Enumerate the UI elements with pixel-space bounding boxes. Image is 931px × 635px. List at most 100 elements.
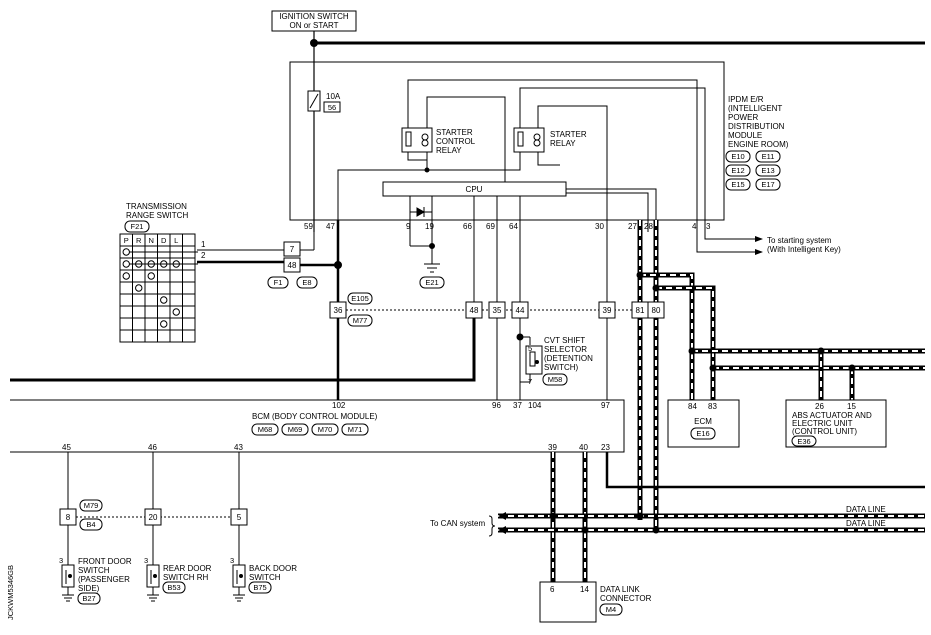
ipdm-down-wires — [10, 220, 608, 400]
rear-door-pin: 3 — [144, 556, 148, 565]
ipdm-pin-69: 69 — [486, 222, 495, 231]
data-line-label-1: DATA LINE — [846, 505, 886, 514]
can-system-text: To CAN system — [430, 519, 485, 528]
ignition-line-2: ON or START — [289, 21, 338, 30]
ipdm-conn-e12: E12 — [731, 166, 744, 175]
dlc-connector: M4 — [606, 605, 616, 614]
back-door-name-2: SWITCH — [249, 573, 281, 582]
sr-line-1: STARTER — [550, 130, 587, 139]
ecm-connector: E16 — [696, 429, 709, 438]
bcm-pin-102: 102 — [332, 401, 346, 410]
dlc-pin-14: 14 — [580, 585, 589, 594]
ipdm-conn-e11: E11 — [762, 152, 775, 161]
trs-header-d: D — [161, 236, 167, 245]
joint-e105-m77: E105 M77 36 48 35 44 39 81 80 — [329, 292, 665, 327]
bcm-23-wire — [605, 452, 925, 489]
front-door-pin: 3 — [59, 556, 63, 565]
abs-connector: E36 — [797, 437, 810, 446]
trs-contact — [160, 296, 168, 304]
joint-f1-pin-7: 7 — [290, 245, 295, 254]
joint-f1-conn: F1 — [274, 278, 283, 287]
trs-contact — [122, 248, 130, 256]
starting-line-1: To starting system — [767, 236, 832, 245]
trs-pin-2: 2 — [201, 251, 206, 260]
back-door-name-1: BACK DOOR — [249, 564, 297, 573]
can-wires-ipdm — [636, 220, 925, 530]
ipdm-pin-47: 47 — [326, 222, 335, 231]
starting-line-2: (With Intelligent Key) — [767, 245, 841, 254]
trs-header-l: L — [174, 236, 178, 245]
ipdm-conn-e15: E15 — [731, 180, 744, 189]
ipdm-pin-19: 19 — [425, 222, 434, 231]
bcm-pin-104: 104 — [528, 401, 542, 410]
trs-name-1: TRANSMISSION — [126, 202, 187, 211]
scr-line-3: RELAY — [436, 146, 462, 155]
dlc-name-2: CONNECTOR — [600, 594, 652, 603]
abs-pin-15: 15 — [847, 402, 856, 411]
bcm-pin-43: 43 — [234, 443, 243, 452]
cvt-name-1: CVT SHIFT — [544, 336, 585, 345]
ipdm-pins: 59 47 9 19 66 69 64 30 27 28 4 3 — [304, 222, 711, 231]
trs-contact — [135, 284, 143, 292]
trs-header-p: P — [124, 236, 129, 245]
ipdm-name-6: ENGINE ROOM) — [728, 140, 789, 149]
bcm-pin-45: 45 — [62, 443, 71, 452]
cpu-label: CPU — [466, 185, 483, 194]
diagram-id: JCKWM5346GB — [6, 565, 15, 620]
trs-header-n: N — [149, 236, 154, 245]
bcm-pin-96: 96 — [492, 401, 501, 410]
ecm-box: 84 83 ECM E16 — [667, 399, 740, 448]
ipdm-name-1: IPDM E/R — [728, 95, 764, 104]
dlc-name-1: DATA LINK — [600, 585, 640, 594]
joint-f1-pin-48: 48 — [288, 261, 297, 270]
ipdm-pin-3: 3 — [706, 222, 711, 231]
joint-e105-pin-35: 35 — [493, 306, 502, 315]
joint-m79-conn: M79 — [84, 501, 99, 510]
scr-line-1: STARTER — [436, 128, 473, 137]
ipdm-name-2: (INTELLIGENT — [728, 104, 782, 113]
can-wires-bcm — [498, 452, 925, 582]
rear-door-switch: 3 REAR DOOR SWITCH RH B53 — [144, 556, 212, 602]
bcm-conn-m68: M68 — [258, 425, 273, 434]
ground-e21: E21 — [409, 232, 445, 289]
ipdm-pin-4: 4 — [692, 222, 697, 231]
joint-e105-pin-36: 36 — [334, 306, 343, 315]
joint-e105-pin-80: 80 — [652, 306, 661, 315]
joint-m79-b4: 8 20 5 M79 B4 — [59, 499, 248, 531]
bcm-pin-23: 23 — [601, 443, 610, 452]
bcm-conn-m71: M71 — [348, 425, 363, 434]
joint-e8-conn: E8 — [302, 278, 311, 287]
ignition-line-1: IGNITION SWITCH — [279, 12, 349, 21]
front-door-name-1: FRONT DOOR — [78, 557, 132, 566]
front-door-connector: B27 — [82, 594, 95, 603]
joint-m79-pin-8: 8 — [66, 513, 71, 522]
ipdm-pin-59: 59 — [304, 222, 313, 231]
ipdm-name-4: DISTRIBUTION — [728, 122, 785, 131]
ipdm-pin-27: 27 — [628, 222, 637, 231]
abs-name-2: ELECTRIC UNIT — [792, 419, 853, 428]
joint-b4-conn: B4 — [86, 520, 95, 529]
bcm-pin-46: 46 — [148, 443, 157, 452]
ipdm-connectors: E10 E11 E12 E13 E15 E17 — [725, 150, 781, 191]
trs-contact — [122, 260, 130, 268]
front-door-name-3: (PASSENGER — [78, 575, 130, 584]
ipdm-pin-30: 30 — [595, 222, 604, 231]
battery-wires — [310, 31, 925, 62]
front-door-name-4: SIDE) — [78, 584, 100, 593]
abs-pin-26: 26 — [815, 402, 824, 411]
cvt-connector: M58 — [548, 375, 563, 384]
back-door-connector: B75 — [253, 583, 266, 592]
ecm-name: ECM — [694, 417, 712, 426]
ipdm-conn-e10: E10 — [731, 152, 744, 161]
ipdm-pin-9: 9 — [406, 222, 411, 231]
bcm-pin-37: 37 — [513, 401, 522, 410]
sr-line-2: RELAY — [550, 139, 576, 148]
ipdm-box: IPDM E/R (INTELLIGENT POWER DISTRIBUTION… — [289, 61, 789, 221]
cvt-name-2: SELECTOR — [544, 345, 587, 354]
ipdm-name-5: MODULE — [728, 131, 762, 140]
cvt-name-4: SWITCH) — [544, 363, 579, 372]
abs-box: 26 15 ABS ACTUATOR AND ELECTRIC UNIT (CO… — [785, 399, 887, 448]
ipdm-pin-28: 28 — [644, 222, 653, 231]
fuse-number: 56 — [328, 103, 336, 112]
